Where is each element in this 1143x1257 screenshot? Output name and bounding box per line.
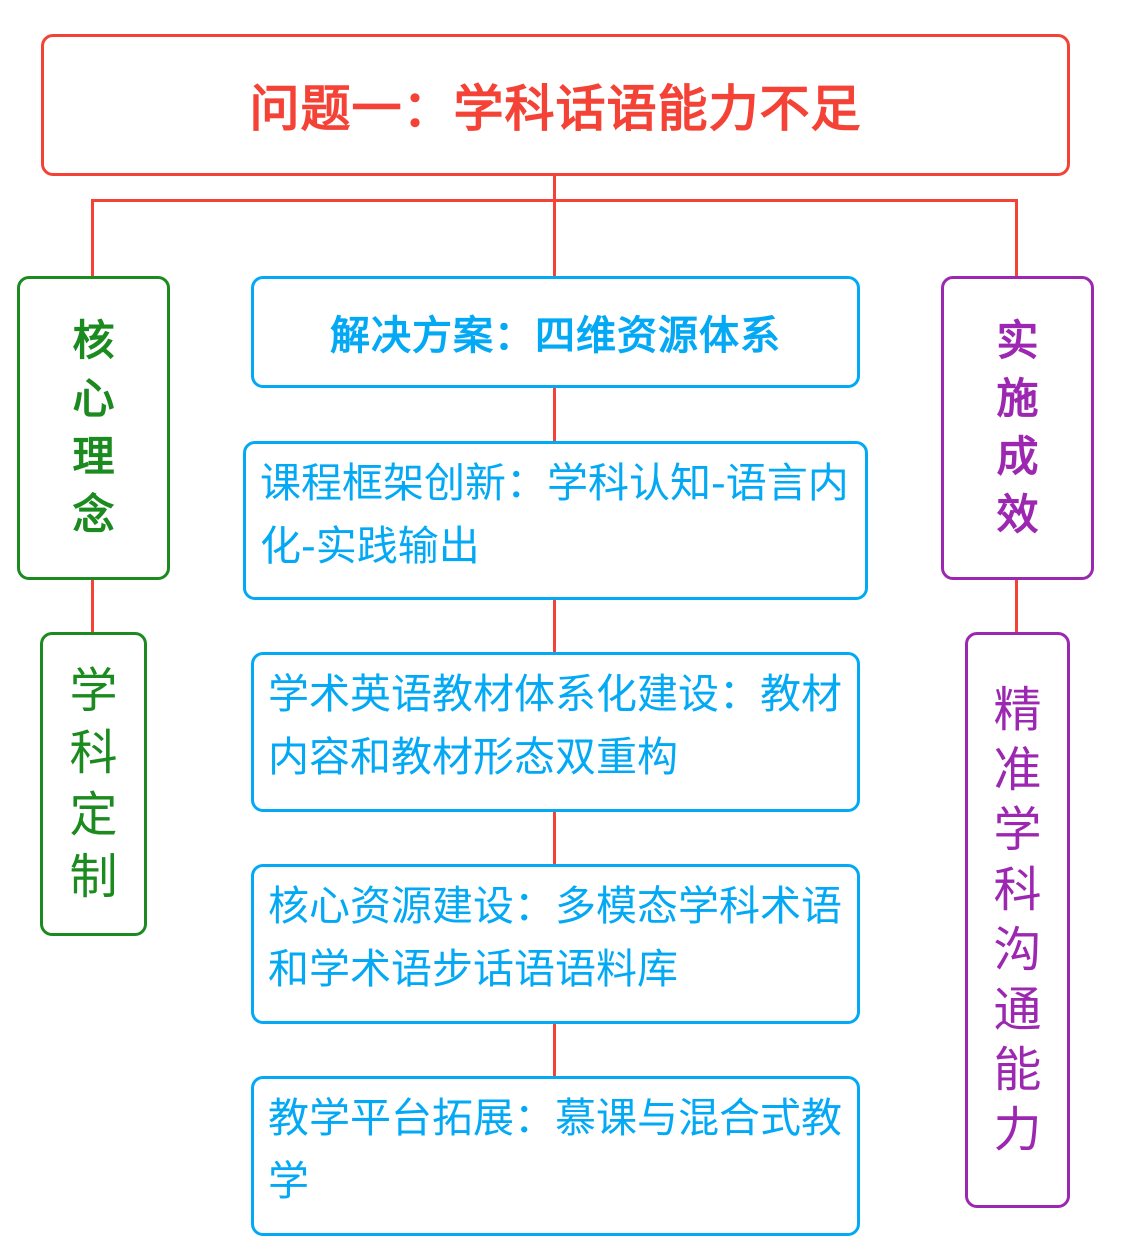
connector-bracket-left: [91, 199, 94, 277]
solution-item-text: 学术英语教材体系化建设：教材内容和教材形态双重构: [268, 670, 842, 781]
communication-ability-char: 通: [993, 982, 1042, 1038]
connector-center-2: [553, 599, 556, 653]
implementation-results-char: 实: [996, 316, 1039, 365]
solution-item-textbook: 学术英语教材体系化建设：教材内容和教材形态双重构: [251, 652, 860, 812]
communication-ability-node: 精 准 学 科 沟 通 能 力: [965, 632, 1070, 1208]
solution-title: 解决方案：四维资源体系: [330, 313, 781, 359]
communication-ability-char: 准: [993, 742, 1042, 798]
solution-node: 解决方案：四维资源体系: [251, 276, 860, 388]
connector-bracket-right: [1015, 199, 1018, 277]
discipline-custom-char: 定: [69, 787, 118, 843]
solution-item-curriculum: 课程框架创新：学科认知-语言内化-实践输出: [243, 441, 868, 600]
discipline-custom-char: 科: [69, 725, 118, 781]
core-concept-node: 核 心 理 念: [17, 276, 170, 580]
connector-left-vertical: [91, 579, 94, 633]
solution-item-text: 课程框架创新：学科认知-语言内化-实践输出: [260, 459, 849, 570]
solution-item-platform: 教学平台拓展：慕课与混合式教学: [251, 1076, 860, 1236]
discipline-custom-char: 学: [69, 663, 118, 719]
communication-ability-char: 精: [993, 682, 1042, 738]
communication-ability-char: 科: [993, 862, 1042, 918]
implementation-results-char: 施: [996, 374, 1039, 423]
solution-item-core-resources: 核心资源建设：多模态学科术语和学术语步话语语料库: [251, 864, 860, 1024]
core-concept-char: 核: [72, 316, 115, 365]
solution-item-text: 教学平台拓展：慕课与混合式教学: [268, 1094, 842, 1205]
core-concept-char: 念: [72, 490, 115, 539]
connector-center-3: [553, 811, 556, 865]
discipline-custom-char: 制: [69, 849, 118, 905]
connector-bracket-horizontal: [91, 199, 1018, 202]
implementation-results-char: 成: [996, 432, 1039, 481]
connector-center-4: [553, 1023, 556, 1077]
problem-title-node: 问题一：学科话语能力不足: [41, 34, 1070, 176]
problem-title: 问题一：学科话语能力不足: [249, 80, 862, 138]
connector-center-1: [553, 387, 556, 442]
discipline-custom-node: 学 科 定 制: [40, 632, 147, 936]
connector-title-down: [553, 175, 556, 277]
communication-ability-char: 学: [993, 802, 1042, 858]
implementation-results-char: 效: [996, 490, 1039, 539]
communication-ability-char: 能: [993, 1042, 1042, 1098]
core-concept-char: 心: [72, 374, 115, 423]
connector-right-vertical: [1015, 579, 1018, 633]
communication-ability-char: 沟: [993, 922, 1042, 978]
core-concept-char: 理: [72, 432, 115, 481]
solution-item-text: 核心资源建设：多模态学科术语和学术语步话语语料库: [268, 882, 842, 993]
implementation-results-node: 实 施 成 效: [941, 276, 1094, 580]
communication-ability-char: 力: [993, 1102, 1042, 1158]
